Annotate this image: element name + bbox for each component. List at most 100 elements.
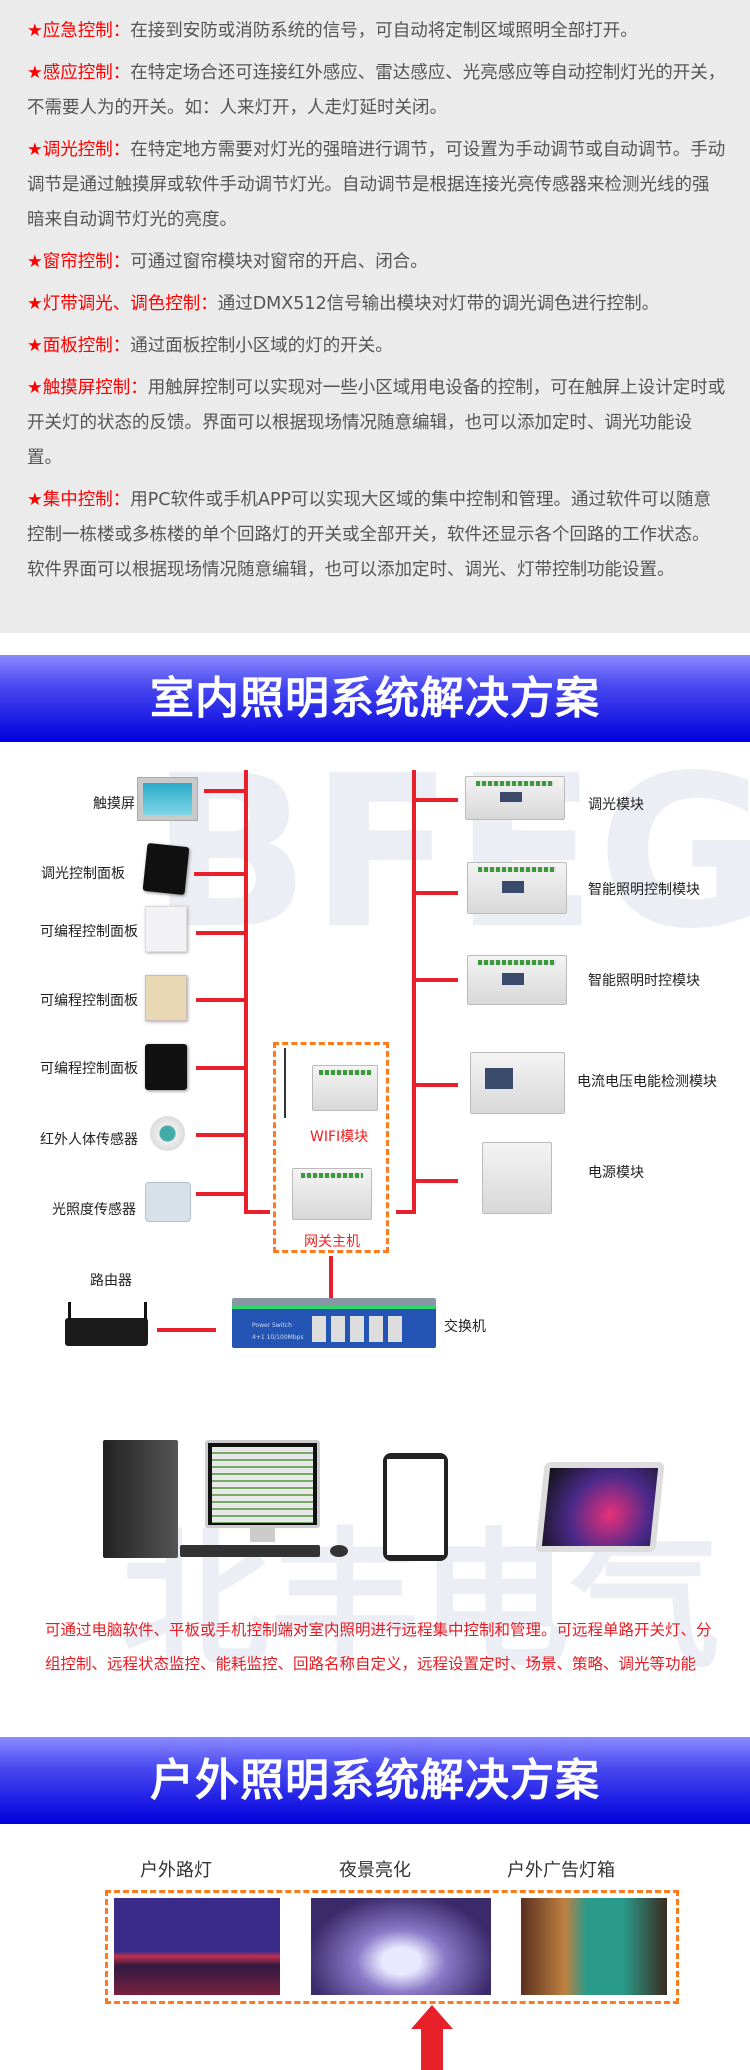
- mouse-device: [330, 1545, 348, 1557]
- programmable-panel-device: [145, 906, 187, 952]
- feature-item: ★应急控制：在接到安防或消防系统的信号，可自动将定制区域照明全部打开。: [27, 14, 726, 49]
- device-label: 触摸屏: [93, 796, 135, 812]
- antenna-icon: [284, 1048, 286, 1118]
- category-label: 户外路灯: [140, 1860, 212, 1881]
- watermark-logo: BFEG: [150, 730, 750, 975]
- feature-item: ★调光控制：在特定地方需要对灯光的强暗进行调节，可设置为手动调节或自动调节。手动…: [27, 133, 726, 238]
- switch-brand-text: Power Switch: [252, 1322, 292, 1329]
- category-label: 户外广告灯箱: [507, 1860, 615, 1881]
- indoor-title: 室内照明系统解决方案: [150, 673, 600, 724]
- outdoor-banner: 户外照明系统解决方案: [0, 1737, 750, 1824]
- router-antenna: [144, 1302, 147, 1320]
- branch-line: [414, 1083, 458, 1087]
- router-antenna: [68, 1302, 71, 1320]
- branch-line: [414, 1179, 458, 1183]
- billboard-photo: [521, 1898, 667, 1995]
- network-switch-device: Power Switch 4+1 10/100Mbps: [232, 1298, 436, 1348]
- branch-line: [196, 1066, 246, 1070]
- feature-body: 通过DMX512信号输出模块对灯带的调光调色进行控制。: [217, 294, 660, 314]
- feature-item: ★窗帘控制：可通过窗帘模块对窗帘的开启、闭合。: [27, 245, 726, 280]
- feature-title: ★集中控制：: [27, 490, 131, 510]
- wifi-module-device: [312, 1065, 378, 1111]
- feature-body: 在特定地方需要对灯光的强暗进行调节，可设置为手动调节或自动调节。手动调节是通过触…: [27, 140, 726, 230]
- gateway-group-box: [273, 1042, 389, 1253]
- light-sensor-device: [145, 1182, 191, 1222]
- switch-spec-text: 4+1 10/100Mbps: [252, 1334, 304, 1341]
- wifi-module-label: WIFI模块: [310, 1129, 369, 1145]
- feature-body: 可通过窗帘模块对窗帘的开启、闭合。: [130, 252, 428, 272]
- branch-line: [196, 998, 246, 1002]
- switch-ports: [312, 1316, 407, 1342]
- gateway-label: 网关主机: [304, 1234, 360, 1250]
- left-bus-line: [244, 770, 248, 1214]
- router-device: [65, 1318, 148, 1346]
- street-light-photo: [114, 1898, 280, 1995]
- monitor-stand: [250, 1528, 275, 1542]
- uplink-line: [329, 1256, 333, 1308]
- switch-label: 交换机: [444, 1319, 486, 1335]
- monitor-device: [205, 1440, 320, 1528]
- feature-title: ★触摸屏控制：: [27, 378, 148, 398]
- device-label: 智能照明控制模块: [588, 882, 700, 898]
- arrow-up-icon: [411, 2005, 453, 2029]
- touchscreen-device: [137, 777, 198, 821]
- power-module-device: [482, 1142, 552, 1214]
- programmable-panel-device: [145, 1044, 187, 1090]
- branch-line: [414, 891, 458, 895]
- feature-body: 在接到安防或消防系统的信号，可自动将定制区域照明全部打开。: [130, 21, 638, 41]
- programmable-panel-device: [145, 975, 187, 1021]
- feature-item: ★集中控制：用PC软件或手机APP可以实现大区域的集中控制和管理。通过软件可以随…: [27, 483, 726, 588]
- feature-item: ★面板控制：通过面板控制小区域的灯的开关。: [27, 329, 726, 364]
- feature-title: ★应急控制：: [27, 21, 131, 41]
- device-label: 可编程控制面板: [40, 1061, 138, 1077]
- device-label: 调光控制面板: [41, 866, 125, 882]
- feature-item: ★灯带调光、调色控制：通过DMX512信号输出模块对灯带的调光调色进行控制。: [27, 287, 726, 322]
- lighting-control-module-device: [467, 862, 567, 914]
- dimmer-panel-device: [142, 842, 190, 896]
- feature-title: ★窗帘控制：: [27, 252, 131, 272]
- energy-meter-module-device: [470, 1052, 565, 1114]
- branch-line: [196, 1192, 246, 1196]
- device-label: 可编程控制面板: [40, 924, 138, 940]
- feature-list: ★应急控制：在接到安防或消防系统的信号，可自动将定制区域照明全部打开。 ★感应控制…: [0, 0, 750, 633]
- indoor-banner: 室内照明系统解决方案: [0, 655, 750, 742]
- device-label: 光照度传感器: [52, 1202, 136, 1218]
- outdoor-title: 户外照明系统解决方案: [150, 1755, 600, 1806]
- right-bus-line: [412, 770, 416, 1214]
- arrow-shaft: [421, 2028, 443, 2070]
- pc-tower-device: [103, 1440, 178, 1558]
- branch-line: [414, 978, 458, 982]
- indoor-description: 可通过电脑软件、平板或手机控制端对室内照明进行远程集中控制和管理。可远程单路开关…: [45, 1621, 712, 1673]
- branch-line: [194, 872, 246, 876]
- device-label: 红外人体传感器: [40, 1132, 138, 1148]
- bus-connector: [244, 1210, 270, 1214]
- feature-title: ★面板控制：: [27, 336, 131, 356]
- feature-item: ★触摸屏控制：用触屏控制可以实现对一些小区域用电设备的控制，可在触屏上设计定时或…: [27, 371, 726, 476]
- router-label: 路由器: [90, 1273, 132, 1289]
- phone-device: [383, 1453, 448, 1561]
- dimmer-module-device: [465, 776, 565, 820]
- bus-connector: [396, 1210, 416, 1214]
- branch-line: [414, 798, 458, 802]
- keyboard-device: [180, 1545, 320, 1557]
- device-label: 电流电压电能检测模块: [577, 1074, 717, 1090]
- branch-line: [204, 789, 246, 793]
- feature-title: ★灯带调光、调色控制：: [27, 294, 218, 314]
- branch-line: [196, 931, 246, 935]
- tablet-device: [535, 1462, 665, 1552]
- feature-body: 在特定场合还可连接红外感应、雷达感应、光亮感应等自动控制灯光的开关，不需要人为的…: [27, 63, 726, 118]
- router-line: [157, 1328, 216, 1332]
- device-label: 可编程控制面板: [40, 993, 138, 1009]
- device-label: 智能照明时控模块: [588, 973, 700, 989]
- feature-body: 用触屏控制可以实现对一些小区域用电设备的控制，可在触屏上设计定时或开关灯的状态的…: [27, 378, 726, 468]
- landscape-lighting-photo: [311, 1898, 491, 1995]
- device-label: 电源模块: [588, 1165, 644, 1181]
- device-label: 调光模块: [588, 797, 644, 813]
- feature-item: ★感应控制：在特定场合还可连接红外感应、雷达感应、光亮感应等自动控制灯光的开关，…: [27, 56, 726, 126]
- feature-body: 通过面板控制小区域的灯的开关。: [130, 336, 393, 356]
- gateway-device: [292, 1168, 372, 1220]
- pir-sensor-device: [150, 1116, 185, 1151]
- feature-title: ★感应控制：: [27, 63, 131, 83]
- outdoor-group-box: [105, 1890, 679, 2004]
- branch-line: [196, 1133, 246, 1137]
